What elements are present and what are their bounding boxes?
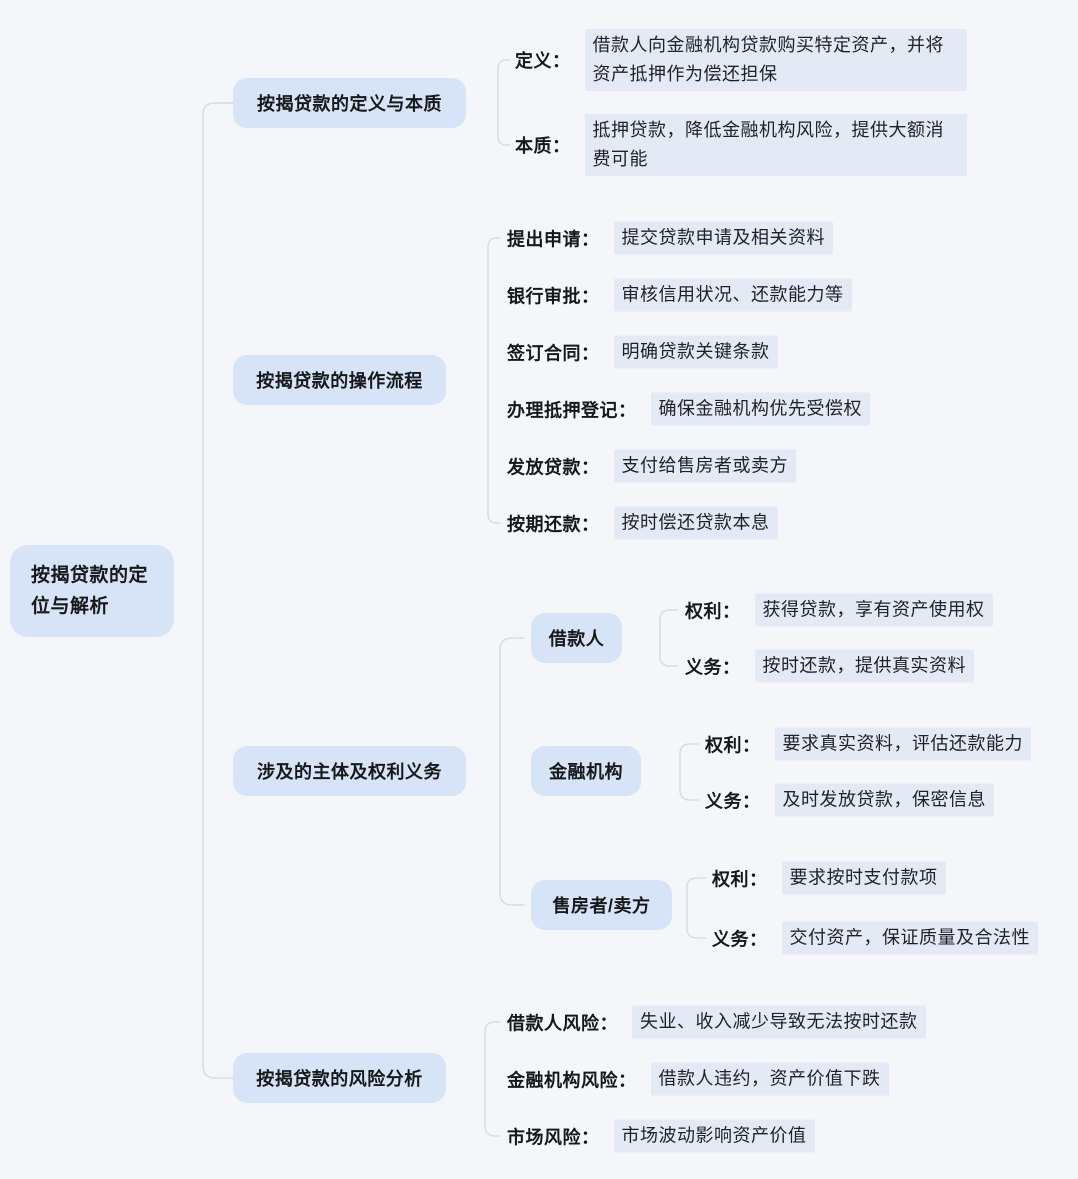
sign-contract-row[interactable]: 签订合同： 明确贷款关键条款 <box>507 335 778 369</box>
borrower-obligations-row[interactable]: 义务： 按时还款，提供真实资料 <box>685 649 974 683</box>
child-label: 发放贷款： <box>507 457 600 477</box>
child-label: 按期还款： <box>507 514 600 534</box>
institution-rights-row[interactable]: 权利： 要求真实资料，评估还款能力 <box>705 727 1031 761</box>
child-desc-highlight[interactable]: 确保金融机构优先受偿权 <box>650 392 870 426</box>
branch-node-process[interactable]: 按揭贷款的操作流程 <box>233 355 446 405</box>
child-desc-highlight[interactable]: 抵押贷款，降低金融机构风险，提供大额消费可能 <box>584 114 967 176</box>
child-label: 借款人风险： <box>507 1013 618 1033</box>
child-desc-highlight[interactable]: 审核信用状况、还款能力等 <box>613 278 852 312</box>
main-bracket <box>202 102 234 1079</box>
child-desc-highlight[interactable]: 获得贷款，享有资产使用权 <box>754 593 993 627</box>
child-label: 办理抵押登记： <box>507 400 637 420</box>
child-desc-highlight[interactable]: 要求按时支付款项 <box>781 861 946 895</box>
borrower-rights-row[interactable]: 权利： 获得贷款，享有资产使用权 <box>685 593 993 627</box>
branch-node-definition-essence[interactable]: 按揭贷款的定义与本质 <box>233 78 466 128</box>
child-desc-highlight[interactable]: 要求真实资料，评估还款能力 <box>774 727 1031 761</box>
child-label: 签订合同： <box>507 343 600 363</box>
child-label: 权利： <box>705 735 761 755</box>
child-label: 定义： <box>515 51 571 71</box>
root-node[interactable]: 按揭贷款的定位与解析 <box>10 545 174 637</box>
process-bracket <box>487 237 501 524</box>
seller-bracket <box>686 877 706 939</box>
branch-node-subjects[interactable]: 涉及的主体及权利义务 <box>233 746 466 796</box>
definition-row[interactable]: 定义： 借款人向金融机构贷款购买特定资产，并将资产抵押作为偿还担保 <box>515 29 967 91</box>
institution-obligations-row[interactable]: 义务： 及时发放贷款，保密信息 <box>705 783 994 817</box>
borrower-risk-row[interactable]: 借款人风险： 失业、收入减少导致无法按时还款 <box>507 1005 926 1039</box>
root-node-label: 按揭贷款的定位与解析 <box>31 565 149 617</box>
risks-bracket <box>484 1021 501 1137</box>
market-risk-row[interactable]: 市场风险： 市场波动影响资产价值 <box>507 1119 815 1153</box>
subject-node-financial-institution[interactable]: 金融机构 <box>531 746 641 796</box>
definition-bracket <box>497 59 511 146</box>
child-label: 义务： <box>705 791 761 811</box>
institution-bracket <box>679 743 699 801</box>
branch-node-label: 按揭贷款的定义与本质 <box>257 94 442 114</box>
subject-node-label: 售房者/卖方 <box>552 896 651 916</box>
repayment-row[interactable]: 按期还款： 按时偿还贷款本息 <box>507 506 778 540</box>
subjects-bracket <box>499 637 525 906</box>
child-desc-highlight[interactable]: 按时偿还贷款本息 <box>613 506 778 540</box>
child-desc-highlight[interactable]: 明确贷款关键条款 <box>613 335 778 369</box>
subject-node-borrower[interactable]: 借款人 <box>531 613 622 663</box>
apply-row[interactable]: 提出申请： 提交贷款申请及相关资料 <box>507 221 833 255</box>
child-label: 义务： <box>685 657 741 677</box>
borrower-bracket <box>659 609 679 667</box>
subject-node-seller[interactable]: 售房者/卖方 <box>531 880 672 930</box>
subject-node-label: 借款人 <box>548 629 605 649</box>
child-label: 本质： <box>515 136 571 156</box>
seller-obligations-row[interactable]: 义务： 交付资产，保证质量及合法性 <box>712 921 1038 955</box>
child-desc-highlight[interactable]: 支付给售房者或卖方 <box>613 449 796 483</box>
child-label: 权利： <box>685 601 741 621</box>
institution-risk-row[interactable]: 金融机构风险： 借款人违约，资产价值下跌 <box>507 1062 889 1096</box>
loan-disbursement-row[interactable]: 发放贷款： 支付给售房者或卖方 <box>507 449 796 483</box>
child-label: 义务： <box>712 929 768 949</box>
branch-node-label: 按揭贷款的风险分析 <box>256 1069 423 1089</box>
child-desc-highlight[interactable]: 及时发放贷款，保密信息 <box>774 783 994 817</box>
child-desc-highlight[interactable]: 提交贷款申请及相关资料 <box>613 221 833 255</box>
child-label: 银行审批： <box>507 286 600 306</box>
bank-approval-row[interactable]: 银行审批： 审核信用状况、还款能力等 <box>507 278 852 312</box>
child-desc-highlight[interactable]: 按时还款，提供真实资料 <box>754 649 974 683</box>
child-desc-highlight[interactable]: 市场波动影响资产价值 <box>613 1119 815 1153</box>
branch-node-risks[interactable]: 按揭贷款的风险分析 <box>233 1053 446 1103</box>
essence-row[interactable]: 本质： 抵押贷款，降低金融机构风险，提供大额消费可能 <box>515 114 967 176</box>
branch-node-label: 按揭贷款的操作流程 <box>256 371 423 391</box>
subject-node-label: 金融机构 <box>549 762 623 782</box>
child-desc-highlight[interactable]: 失业、收入减少导致无法按时还款 <box>632 1005 926 1039</box>
child-label: 权利： <box>712 869 768 889</box>
child-label: 金融机构风险： <box>507 1070 637 1090</box>
child-desc-highlight[interactable]: 交付资产，保证质量及合法性 <box>781 921 1038 955</box>
child-desc-highlight[interactable]: 借款人违约，资产价值下跌 <box>650 1062 889 1096</box>
child-label: 提出申请： <box>507 229 600 249</box>
child-label: 市场风险： <box>507 1127 600 1147</box>
branch-node-label: 涉及的主体及权利义务 <box>257 762 442 782</box>
seller-rights-row[interactable]: 权利： 要求按时支付款项 <box>712 861 946 895</box>
mortgage-registration-row[interactable]: 办理抵押登记： 确保金融机构优先受偿权 <box>507 392 870 426</box>
child-desc-highlight[interactable]: 借款人向金融机构贷款购买特定资产，并将资产抵押作为偿还担保 <box>584 29 967 91</box>
